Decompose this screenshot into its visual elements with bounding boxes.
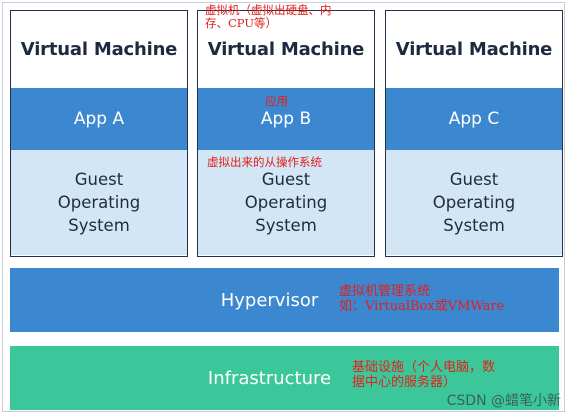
infrastructure-annotation-line1: 基础设施（个人电脑，数 xyxy=(352,360,496,375)
vm-guest-os: Guest Operating System xyxy=(386,150,562,255)
hypervisor-annotation: 虚拟机管理系统 如：VirtualBox或VMWare xyxy=(339,284,504,314)
vm-title: Virtual Machine xyxy=(395,39,553,60)
virtual-machine-a: Virtual Machine App A Guest Operating Sy… xyxy=(10,10,188,257)
watermark: CSDN @蜡笔小新 xyxy=(446,393,561,409)
infrastructure-label: Infrastructure xyxy=(207,367,332,389)
vm-guest-os: Guest Operating System xyxy=(198,150,374,255)
vm-annotation-line1: 虚拟机（虚拟出硬盘、内 xyxy=(205,3,332,17)
hypervisor-layer: Hypervisor xyxy=(10,268,559,332)
infrastructure-annotation-line2: 据中心的服务器） xyxy=(352,375,457,390)
vm-app: App B xyxy=(198,88,374,150)
vm-annotation: 虚拟机（虚拟出硬盘、内 存、CPU等） xyxy=(205,4,332,30)
diagram-frame xyxy=(2,2,565,412)
app-annotation: 应用 xyxy=(265,94,288,108)
vm-title: Virtual Machine xyxy=(207,39,365,60)
infrastructure-annotation: 基础设施（个人电脑，数 据中心的服务器） xyxy=(352,360,495,390)
hypervisor-annotation-line2: 如：VirtualBox或VMWare xyxy=(339,299,505,314)
os-annotation: 虚拟出来的从操作系统 xyxy=(207,155,322,169)
virtual-machine-c: Virtual Machine App C Guest Operating Sy… xyxy=(385,10,563,257)
infrastructure-layer: Infrastructure xyxy=(10,346,559,410)
vm-annotation-line2: 存、CPU等） xyxy=(205,16,278,30)
virtual-machine-b: Virtual Machine App B Guest Operating Sy… xyxy=(197,10,375,257)
hypervisor-label: Hypervisor xyxy=(220,289,319,311)
vm-app: App A xyxy=(11,88,187,150)
vm-guest-os: Guest Operating System xyxy=(11,150,187,255)
vm-app: App C xyxy=(386,88,562,150)
hypervisor-annotation-line1: 虚拟机管理系统 xyxy=(339,284,431,299)
vm-title: Virtual Machine xyxy=(20,39,178,60)
